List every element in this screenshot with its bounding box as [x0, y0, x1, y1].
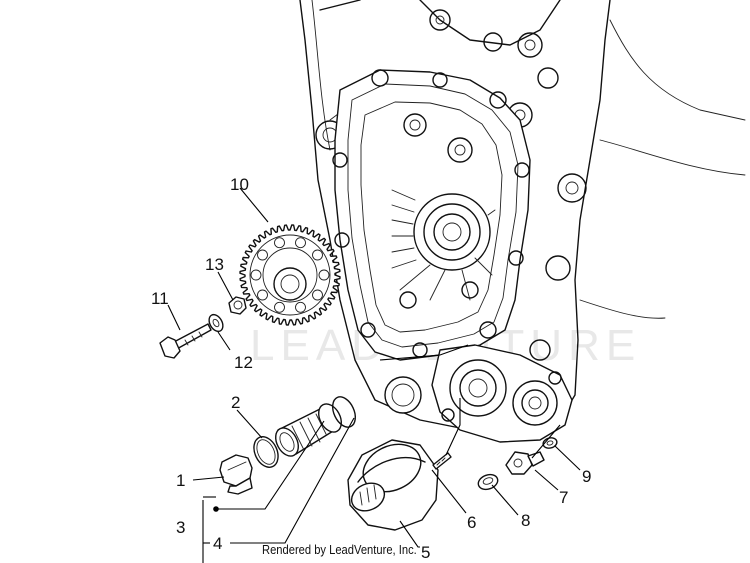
part-7-pressure-sender [505, 451, 545, 475]
oil-pump-cover [384, 344, 573, 443]
callout-3: 3 [176, 518, 185, 537]
sprocket-hole [318, 269, 330, 281]
sprocket-hole [312, 249, 323, 261]
sprocket-hole [257, 249, 268, 261]
side-cover [332, 69, 531, 361]
part-5-oil-filter [347, 439, 439, 531]
sprocket-hole [274, 301, 285, 313]
part-6-stud [432, 452, 452, 470]
sprocket-hole [312, 289, 323, 301]
part-4-oil-strainer [275, 403, 342, 457]
callout-11: 11 [151, 289, 169, 308]
part-11-bolt [159, 323, 212, 359]
part-10-sprocket [239, 224, 341, 326]
part-2-o-ring [253, 436, 279, 468]
callout-4: 4 [213, 534, 222, 553]
part-12-washer [208, 313, 224, 333]
callout-12: 12 [234, 353, 253, 372]
sprocket-hole [295, 237, 306, 249]
render-credit: Rendered by LeadVenture, Inc. [262, 542, 417, 557]
callout-10: 10 [230, 175, 249, 194]
callout-1: 1 [176, 471, 185, 490]
sprocket-hole [257, 289, 268, 301]
strainer-o-ring [331, 396, 357, 428]
callout-13: 13 [205, 255, 224, 274]
sprocket-hole [250, 269, 262, 281]
callout-5: 5 [421, 543, 430, 562]
callout-7: 7 [559, 488, 568, 507]
leader-lines [167, 187, 581, 563]
sprocket-hole [274, 237, 285, 249]
callout-labels: 10 13 11 12 2 1 3 4 5 6 7 8 9 [151, 175, 591, 562]
part-1-drain-plug [219, 454, 253, 495]
callout-6: 6 [467, 513, 476, 532]
part-8-clamp [477, 473, 499, 491]
part-13-nut [228, 296, 247, 315]
callout-2: 2 [231, 393, 240, 412]
callout-8: 8 [521, 511, 530, 530]
callout-9: 9 [582, 467, 591, 486]
sprocket-hole [295, 301, 306, 313]
